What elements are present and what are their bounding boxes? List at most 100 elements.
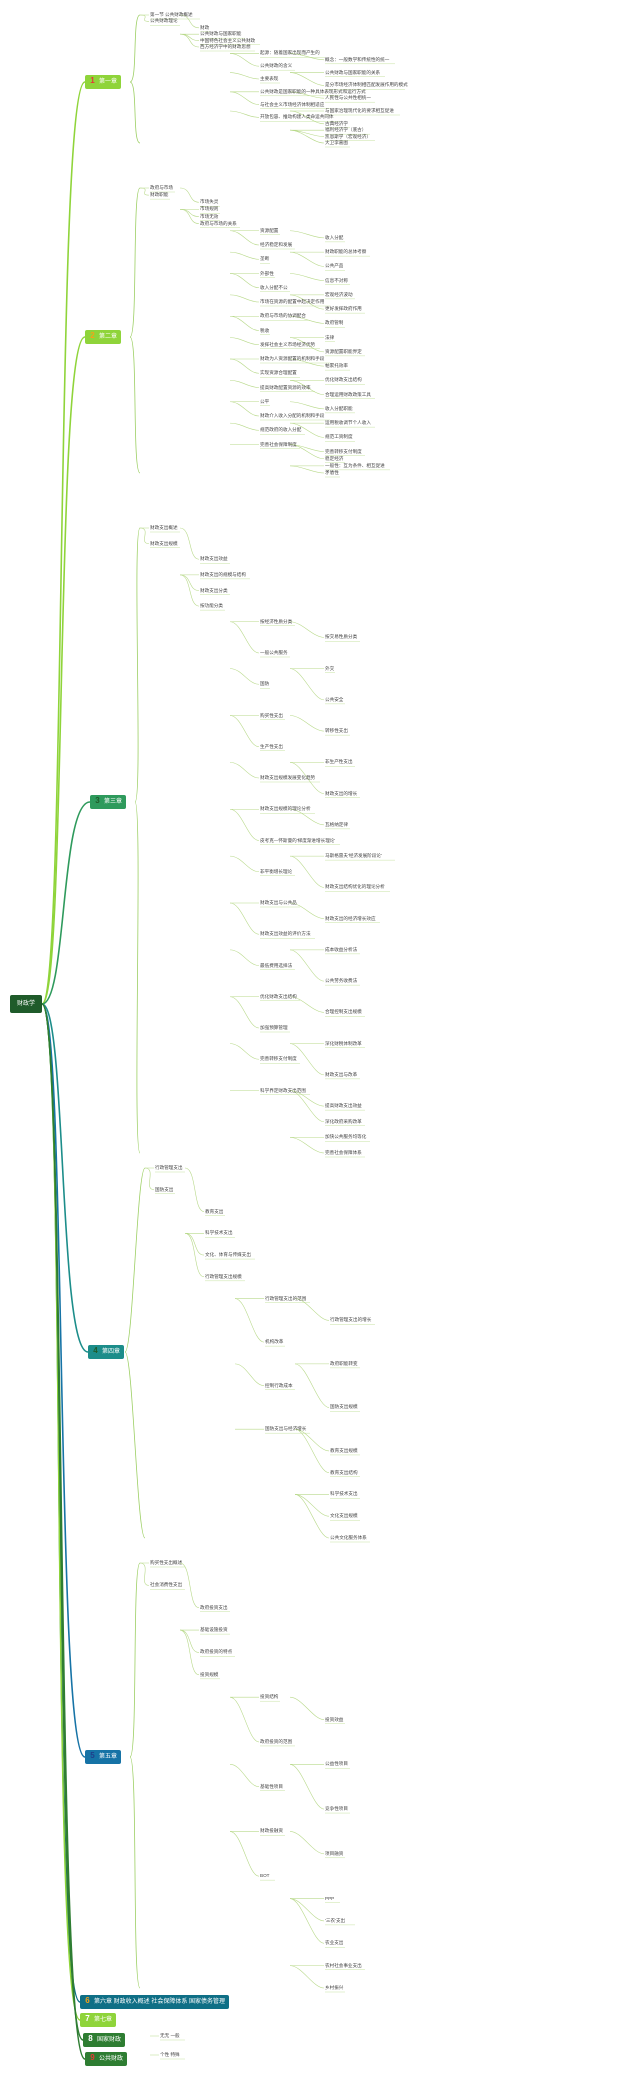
mindmap-node[interactable]: 提高财政支出效益 xyxy=(325,1103,362,1109)
mindmap-node[interactable]: 外部性 xyxy=(260,270,274,276)
mindmap-node[interactable]: 财政支出与改革 xyxy=(325,1071,358,1077)
mindmap-node[interactable]: 经济稳定和发展 xyxy=(260,242,293,247)
mindmap-node[interactable]: 国防支出规模 xyxy=(330,1404,358,1410)
mindmap-node[interactable]: 凯恩斯学（宏观经济） xyxy=(325,133,371,139)
mindmap-node[interactable]: 财政为人资源配置的机制和手段 xyxy=(260,356,325,361)
mindmap-node[interactable]: 教育支出 xyxy=(205,1208,224,1214)
mindmap-node[interactable]: 收入分配 xyxy=(325,234,344,240)
mindmap-node[interactable]: 规范工资制度 xyxy=(325,434,353,440)
mindmap-node[interactable]: 国防支出与经济增长 xyxy=(265,1426,307,1432)
mindmap-node[interactable]: 行政管理支出的范围 xyxy=(265,1295,307,1301)
mindmap-node[interactable]: 个性 特殊 xyxy=(160,2052,180,2057)
mindmap-node[interactable]: 教育支出结构 xyxy=(330,1469,358,1475)
mindmap-node[interactable]: 财政介入收入分配的机制和手段 xyxy=(260,413,325,418)
mindmap-node[interactable]: 投资规模 xyxy=(200,1671,219,1677)
mindmap-node[interactable]: 财政职能的总体考察 xyxy=(325,249,367,255)
mindmap-node[interactable]: 收入分配不公 xyxy=(260,284,288,290)
mindmap-node[interactable]: 市场无效 xyxy=(200,213,219,219)
mindmap-node[interactable]: 无无 一般 xyxy=(160,2033,180,2038)
mindmap-node[interactable]: 规范政府的收入分配 xyxy=(260,427,302,433)
mindmap-node[interactable]: 第一节 公共财政概述 xyxy=(150,12,193,17)
mindmap-node[interactable]: 政府与市场的协调配合 xyxy=(260,313,306,319)
mindmap-node[interactable]: 政府职能转变 xyxy=(330,1360,358,1366)
mindmap-node[interactable]: 市场规则 xyxy=(200,206,219,212)
mindmap-node[interactable]: 公共产品 xyxy=(325,263,344,269)
mindmap-node[interactable]: 资源配置职能界定 xyxy=(325,348,362,354)
mindmap-node[interactable]: 生产性支出 xyxy=(260,743,283,749)
mindmap-node[interactable]: 公益性项目 xyxy=(325,1761,348,1767)
mindmap-node[interactable]: 财政支出规模 xyxy=(150,540,178,546)
mindmap-node[interactable]: 公共财政的含义 xyxy=(260,63,293,69)
mindmap-node[interactable]: 优化财政支出结构 xyxy=(260,993,297,999)
mindmap-node[interactable]: 运用税收调节个人收入 xyxy=(325,420,371,426)
mindmap-node[interactable]: 瓦格纳定律 xyxy=(325,821,348,827)
mindmap-node[interactable]: 按交易性质分类 xyxy=(325,634,358,640)
mindmap-node[interactable]: 政府与市场 xyxy=(150,185,173,190)
mindmap-node[interactable]: 财政支出规模的理论分析 xyxy=(260,806,311,812)
mindmap-node[interactable]: 财政支出效益 xyxy=(200,556,228,562)
mindmap-node[interactable]: 投资效益 xyxy=(325,1716,344,1722)
mindmap-node[interactable]: 马斯格雷夫'经济发展阶段论' xyxy=(325,853,382,859)
mindmap-node[interactable]: 中国特色社会主义公共财政 xyxy=(200,37,256,43)
mindmap-node[interactable]: 福利经济学（底古） xyxy=(325,127,367,133)
mindmap-node[interactable]: 完善转移支付制度 xyxy=(260,1056,297,1062)
mindmap-node[interactable]: 主要表现 xyxy=(260,76,279,81)
mindmap-node[interactable]: 完善转移支付制度 xyxy=(325,448,362,454)
mindmap-node[interactable]: 按功能分类 xyxy=(200,603,223,609)
mindmap-node[interactable]: 完善社会保障制度 xyxy=(260,441,297,447)
mindmap-node[interactable]: 政府与市场的关系 xyxy=(200,220,237,226)
mindmap-node[interactable]: 行政管理支出规模 xyxy=(205,1273,242,1279)
mindmap-node[interactable]: 垄断 xyxy=(260,256,270,262)
mindmap-node[interactable]: 加强预算管理 xyxy=(260,1025,288,1030)
mindmap-node[interactable]: 皮考克—怀斯曼的'梯度渐进增长理论' xyxy=(260,837,336,843)
mindmap-node[interactable]: 最低费用选择法 xyxy=(260,962,293,968)
mindmap-node[interactable]: 机构改革 xyxy=(265,1339,284,1345)
mindmap-node[interactable]: 科学技术支出 xyxy=(330,1491,358,1497)
mindmap-node[interactable]: 公共财政与国家职能的关系 xyxy=(325,69,381,75)
mindmap-node[interactable]: 财政支出规模发展变化趋势 xyxy=(260,775,316,780)
mindmap-node[interactable]: 行政管理支出的增长 xyxy=(330,1317,372,1323)
mindmap-node[interactable]: 市场失灵 xyxy=(200,199,219,205)
mindmap-node[interactable]: 财政支出的经济增长效应 xyxy=(325,915,376,921)
mindmap-node[interactable]: 成本收益分析法 xyxy=(325,946,358,952)
mindmap-node[interactable]: 科学技术支出 xyxy=(205,1230,233,1236)
mindmap-node[interactable]: 西方经济学中的财政思想 xyxy=(200,44,251,49)
mindmap-node[interactable]: 财政支出的增长 xyxy=(325,790,358,796)
mindmap-node[interactable]: 公共财政是国家职能的一种具体表现形式和运行方式 xyxy=(260,88,366,94)
mindmap-node[interactable]: 公共财政理论 xyxy=(150,18,178,24)
mindmap-node[interactable]: 深化政府采购改革 xyxy=(325,1118,362,1124)
mindmap-node[interactable]: 矛盾性 xyxy=(325,470,339,475)
mindmap-node[interactable]: 按经济性质分类 xyxy=(260,618,293,624)
mindmap-node[interactable]: 财政支出的规模与结构 xyxy=(200,571,246,577)
mindmap-node[interactable]: 转移性支出 xyxy=(325,728,348,734)
mindmap-node[interactable]: 控制行政成本 xyxy=(265,1382,293,1388)
mindmap-node[interactable]: 财政职能 xyxy=(150,192,169,198)
mindmap-node[interactable]: 税收 xyxy=(260,327,270,333)
mindmap-node[interactable]: 行政管理支出 xyxy=(155,1165,183,1170)
mindmap-node[interactable]: 公共财政与国家职能 xyxy=(200,31,242,37)
mindmap-node[interactable]: 收入分配职能 xyxy=(325,405,353,411)
mindmap-node[interactable]: 大卫李嘉图 xyxy=(325,140,348,145)
mindmap-root-node[interactable]: 财政学 xyxy=(10,995,42,1013)
mindmap-node[interactable]: 国防 xyxy=(260,681,270,687)
mindmap-node[interactable]: BOT xyxy=(260,1873,270,1879)
mindmap-node[interactable]: 农业支出 xyxy=(325,1940,344,1946)
mindmap-node[interactable]: 实现资源合理配置 xyxy=(260,370,297,376)
mindmap-node[interactable]: 财政支出概述 xyxy=(150,525,178,530)
mindmap-node[interactable]: 合理控制支出规模 xyxy=(325,1009,362,1015)
mindmap-node[interactable]: 宏观经济波动 xyxy=(325,291,353,297)
mindmap-node[interactable]: 国防支出 xyxy=(155,1186,174,1192)
mindmap-node[interactable]: 政府投资的范围 xyxy=(260,1738,293,1744)
mindmap-node[interactable]: PPP xyxy=(325,1895,335,1901)
mindmap-node[interactable]: 帕累托效率 xyxy=(325,363,348,369)
mindmap-node[interactable]: 公共劳务收费法 xyxy=(325,978,358,984)
mindmap-node[interactable]: 购买性支出 xyxy=(260,712,283,718)
mindmap-node[interactable]: '三农'支出 xyxy=(325,1917,346,1923)
mindmap-node[interactable]: 优化财政支出结构 xyxy=(325,377,362,383)
mindmap-node[interactable]: 古典经济学 xyxy=(325,120,348,126)
